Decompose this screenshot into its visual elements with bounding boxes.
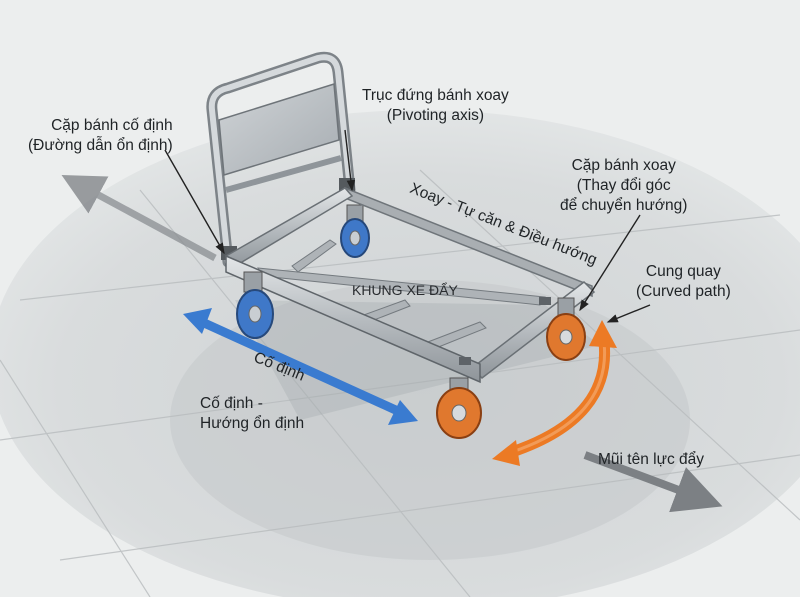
fixed-pair-subtitle: (Đường dẫn ổn định) [28,137,173,154]
trolley-handle [206,51,356,268]
front-left-fixed-wheel [236,271,274,339]
swivel-pair-label: Cặp bánh xoay (Thay đổi góc để chuyển hư… [560,156,687,216]
fixed-direction-subtitle: Hướng ổn định [200,415,305,432]
push-force-label: Mũi tên lực đẩy [598,451,705,468]
push-force-arrow [583,451,723,513]
pivot-axis-title: Trục đứng bánh xoay [362,87,509,104]
fixed-direction-title: Cố định - [200,395,263,412]
fixed-pair-title: Cặp bánh cố định [51,117,173,134]
fixed-pair-label: Cặp bánh cố định (Đường dẫn ổn định) [28,116,173,156]
pivot-axis-subtitle: (Pivoting axis) [386,107,485,124]
rear-travel-arrow [61,175,217,262]
trolley-frame [225,186,596,384]
curved-path-title: Cung quay [645,263,721,280]
curved-path-subtitle: (Curved path) [636,283,731,300]
rear-right-wheel [340,204,370,258]
rear-swivel-wheel [546,297,586,361]
swivel-pair-line3: để chuyển hướng) [560,197,688,214]
pivot-axis-label: Trục đứng bánh xoay (Pivoting axis) [362,86,509,126]
curved-path-label: Cung quay (Curved path) [636,262,731,302]
frame-label: KHUNG XE ĐẨY [352,282,458,298]
front-right-swivel-wheel [436,377,482,439]
fixed-direction-label: Cố định - Hướng ổn định [200,394,304,434]
swivel-pair-title: Cặp bánh xoay [571,157,676,174]
swivel-pair-line2: (Thay đổi góc [576,177,671,194]
curved-path-arrow [492,320,617,466]
fixed-direction-arrow [183,308,418,425]
leader-lines [164,129,651,323]
